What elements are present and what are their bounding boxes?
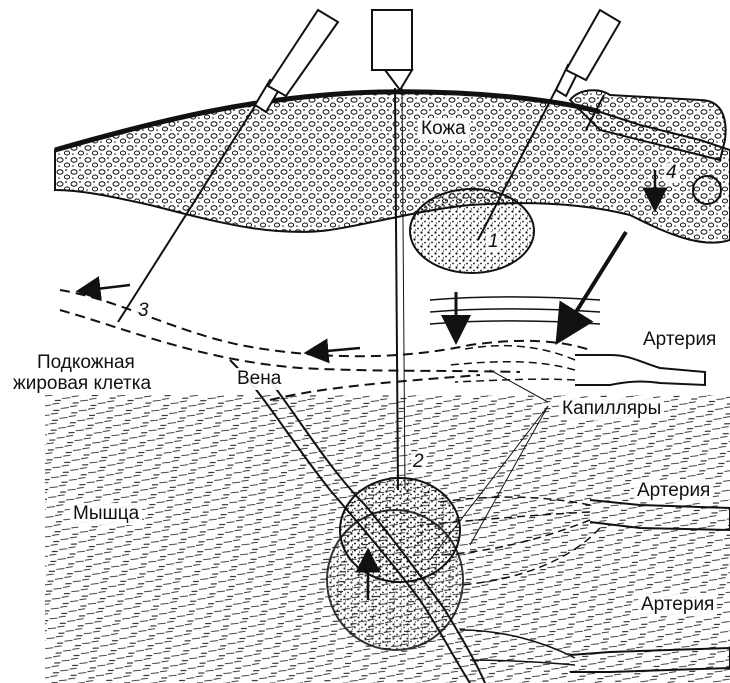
capillaries-label: Капилляры: [559, 398, 664, 420]
subcutaneous-label-line2: жировая клетка: [10, 373, 154, 395]
artery-top-label: Артерия: [640, 329, 719, 351]
marker-2: 2: [411, 452, 426, 472]
depot-2-spread: [327, 510, 463, 650]
diffusion-arrow: [566, 232, 626, 328]
subcutaneous-label-line1: Подкожная: [34, 352, 138, 374]
artery-mid-label: Артерия: [634, 480, 713, 502]
marker-1: 1: [486, 232, 501, 252]
skin-label: Кожа: [418, 118, 469, 140]
artery-bottom-label: Артерия: [638, 594, 717, 616]
muscle-label: Мышца: [70, 503, 142, 525]
flow-arrow: [316, 348, 360, 352]
marker-3: 3: [136, 301, 151, 321]
depot-1: [410, 189, 534, 273]
vein-label: Вена: [234, 368, 284, 390]
flow-arrow: [88, 285, 130, 290]
marker-4: 4: [664, 163, 679, 183]
artery-top: [575, 355, 705, 385]
